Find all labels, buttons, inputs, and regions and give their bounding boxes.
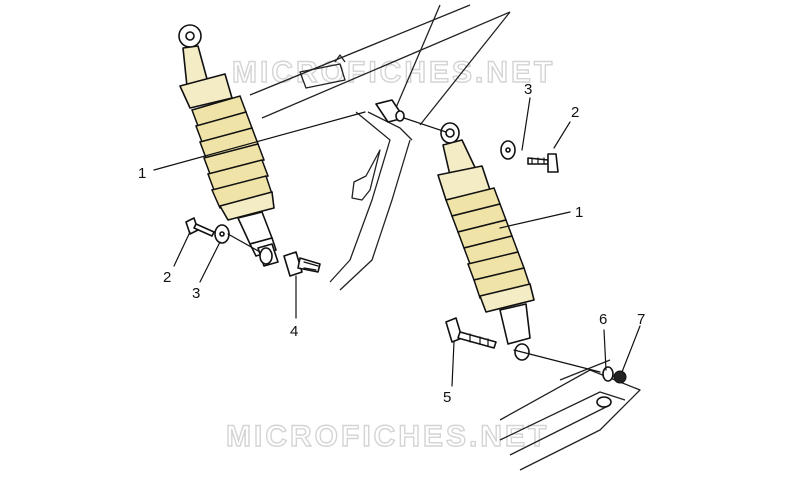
callout-3-right: 3 xyxy=(524,81,532,98)
callout-4: 4 xyxy=(290,323,298,340)
left-hardware xyxy=(185,217,321,277)
leader-lines xyxy=(153,97,641,387)
left-shock-absorber xyxy=(178,24,277,257)
callout-numbers: 1 2 3 4 3 2 1 5 6 7 xyxy=(138,81,645,406)
right-upper-hardware xyxy=(375,99,559,173)
callout-7: 7 xyxy=(637,311,645,328)
callout-3-left: 3 xyxy=(192,285,200,302)
callout-6: 6 xyxy=(599,311,607,328)
watermark-bottom: MICROFICHES.NET xyxy=(226,420,549,453)
watermark-top: MICROFICHES.NET xyxy=(232,56,555,89)
callout-2-left: 2 xyxy=(163,269,171,286)
callout-5: 5 xyxy=(443,389,451,406)
callout-1-right: 1 xyxy=(575,204,583,221)
callout-1-left: 1 xyxy=(138,165,146,182)
right-lower-hardware xyxy=(445,317,627,384)
swingarm xyxy=(499,359,641,471)
right-shock-absorber xyxy=(437,122,535,361)
callout-2-right: 2 xyxy=(571,104,579,121)
frame xyxy=(249,4,511,291)
